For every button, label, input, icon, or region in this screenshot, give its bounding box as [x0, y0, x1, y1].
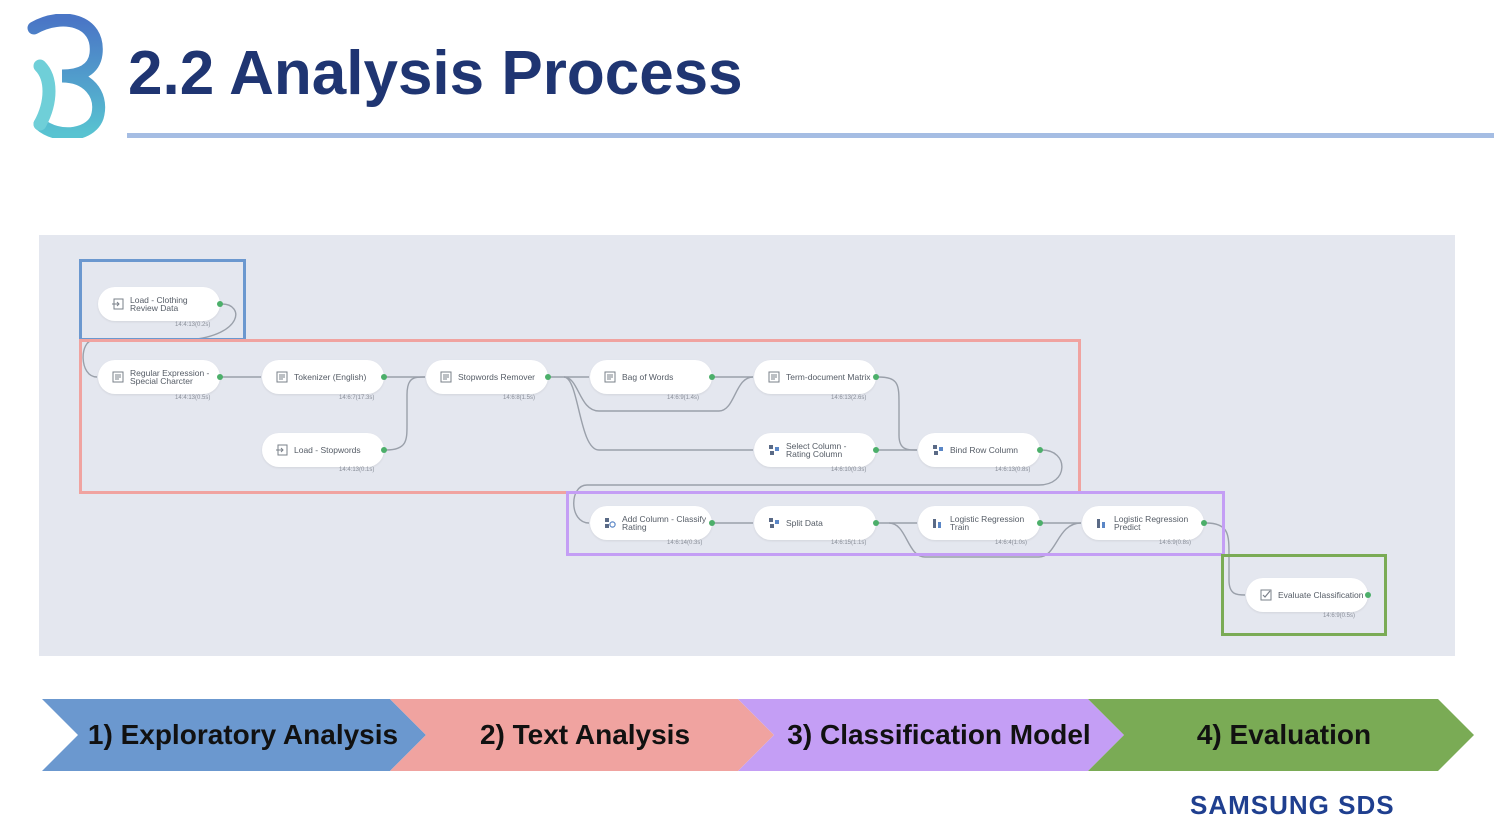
output-port[interactable] [1037, 447, 1043, 453]
workflow-node[interactable]: Bag of Words [590, 360, 715, 394]
workflow-node[interactable]: Tokenizer (English) [262, 360, 387, 394]
footer-brand-logo: SAMSUNG SDS [1190, 790, 1395, 820]
table-icon [769, 445, 779, 455]
document-icon [768, 371, 780, 383]
node-run-time: 14:6:14(0.3s) [667, 540, 703, 546]
node-run-time: 14:4:13(0.1s) [339, 467, 375, 473]
output-port[interactable] [381, 374, 387, 380]
workflow-node[interactable]: Load - Stopwords [262, 433, 387, 467]
document-icon [112, 371, 124, 383]
document-icon [440, 371, 452, 383]
stage-arrow-exploratory [42, 699, 426, 771]
workflow-connections [82, 303, 1246, 596]
output-port[interactable] [381, 447, 387, 453]
output-port[interactable] [1365, 592, 1371, 598]
stage-arrow-evaluation [1088, 699, 1474, 771]
node-run-time: 14:6:13(2.6s) [831, 395, 867, 401]
workflow-node[interactable]: Split Data [754, 506, 879, 540]
node-run-time: 14:4:13(0.2s) [175, 322, 211, 328]
group-classification [566, 491, 1225, 556]
node-run-time: 14:6:8(1.5s) [503, 395, 536, 401]
group-evaluation [1221, 554, 1387, 636]
model-icon [1097, 519, 1105, 528]
stage-arrow-text [390, 699, 774, 771]
workflow-node[interactable]: Regular Expression - Special Charcter [98, 360, 223, 394]
node-run-time: 14:6:15(1.1s) [831, 540, 867, 546]
output-port[interactable] [709, 520, 715, 526]
output-port[interactable] [217, 374, 223, 380]
workflow-canvas: Load - Clothing Review Data 14:4:13(0.2s… [39, 235, 1455, 656]
load-icon [276, 444, 288, 456]
output-port[interactable] [873, 374, 879, 380]
output-port[interactable] [1201, 520, 1207, 526]
node-run-time: 14:6:9(1.4s) [667, 395, 700, 401]
output-port[interactable] [545, 374, 551, 380]
workflow-node[interactable]: Logistic Regression Train [918, 506, 1043, 540]
workflow-node[interactable]: Select Column - Rating Column [754, 433, 879, 467]
output-port[interactable] [1037, 520, 1043, 526]
workflow-node[interactable]: Load - Clothing Review Data [98, 287, 223, 321]
node-run-time: 14:6:4(1.0s) [995, 540, 1028, 546]
workflow-node[interactable]: Stopwords Remover [426, 360, 551, 394]
node-run-time: 14:4:13(0.5s) [175, 395, 211, 401]
output-port[interactable] [873, 520, 879, 526]
workflow-node[interactable]: Bind Row Column [918, 433, 1043, 467]
stage-label-text: 2) Text Analysis [479, 719, 691, 750]
table-icon [769, 518, 779, 528]
workflow-node[interactable]: Add Column - Classify Rating [590, 506, 715, 540]
table-gear-icon [605, 518, 616, 528]
output-port[interactable] [709, 374, 715, 380]
node-run-time: 14:6:13(0.8s) [995, 467, 1031, 473]
output-port[interactable] [217, 301, 223, 307]
title-divider [127, 133, 1494, 138]
checkbox-icon [1260, 589, 1272, 601]
output-port[interactable] [873, 447, 879, 453]
stage-label-evaluation: 4) Evaluation [1196, 719, 1372, 750]
stage-label-exploratory: 1) Exploratory Analysis [87, 719, 399, 750]
stage-arrow-classification [738, 699, 1124, 771]
model-icon [933, 519, 941, 528]
node-run-time: 14:6:9(0.8s) [1159, 540, 1192, 546]
load-icon [112, 298, 124, 310]
stage-label-classification: 3) Classification Model [787, 719, 1091, 750]
group-text-analysis [79, 339, 1081, 494]
document-icon [604, 371, 616, 383]
workflow-node[interactable]: Logistic Regression Predict [1082, 506, 1207, 540]
slide-title: 2.2 Analysis Process [128, 39, 743, 108]
node-run-time: 14:6:9(0.5s) [1323, 613, 1356, 619]
table-icon [933, 445, 943, 455]
workflow-node[interactable]: Evaluate Classification [1246, 578, 1371, 612]
document-icon [276, 371, 288, 383]
node-run-time: 14:6:7(17.3s) [339, 395, 375, 401]
stage-banner [42, 699, 1482, 771]
workflow-node[interactable]: Term-document Matrix [754, 360, 879, 394]
brand-logo [27, 14, 106, 138]
node-run-time: 14:6:10(0.3s) [831, 467, 867, 473]
